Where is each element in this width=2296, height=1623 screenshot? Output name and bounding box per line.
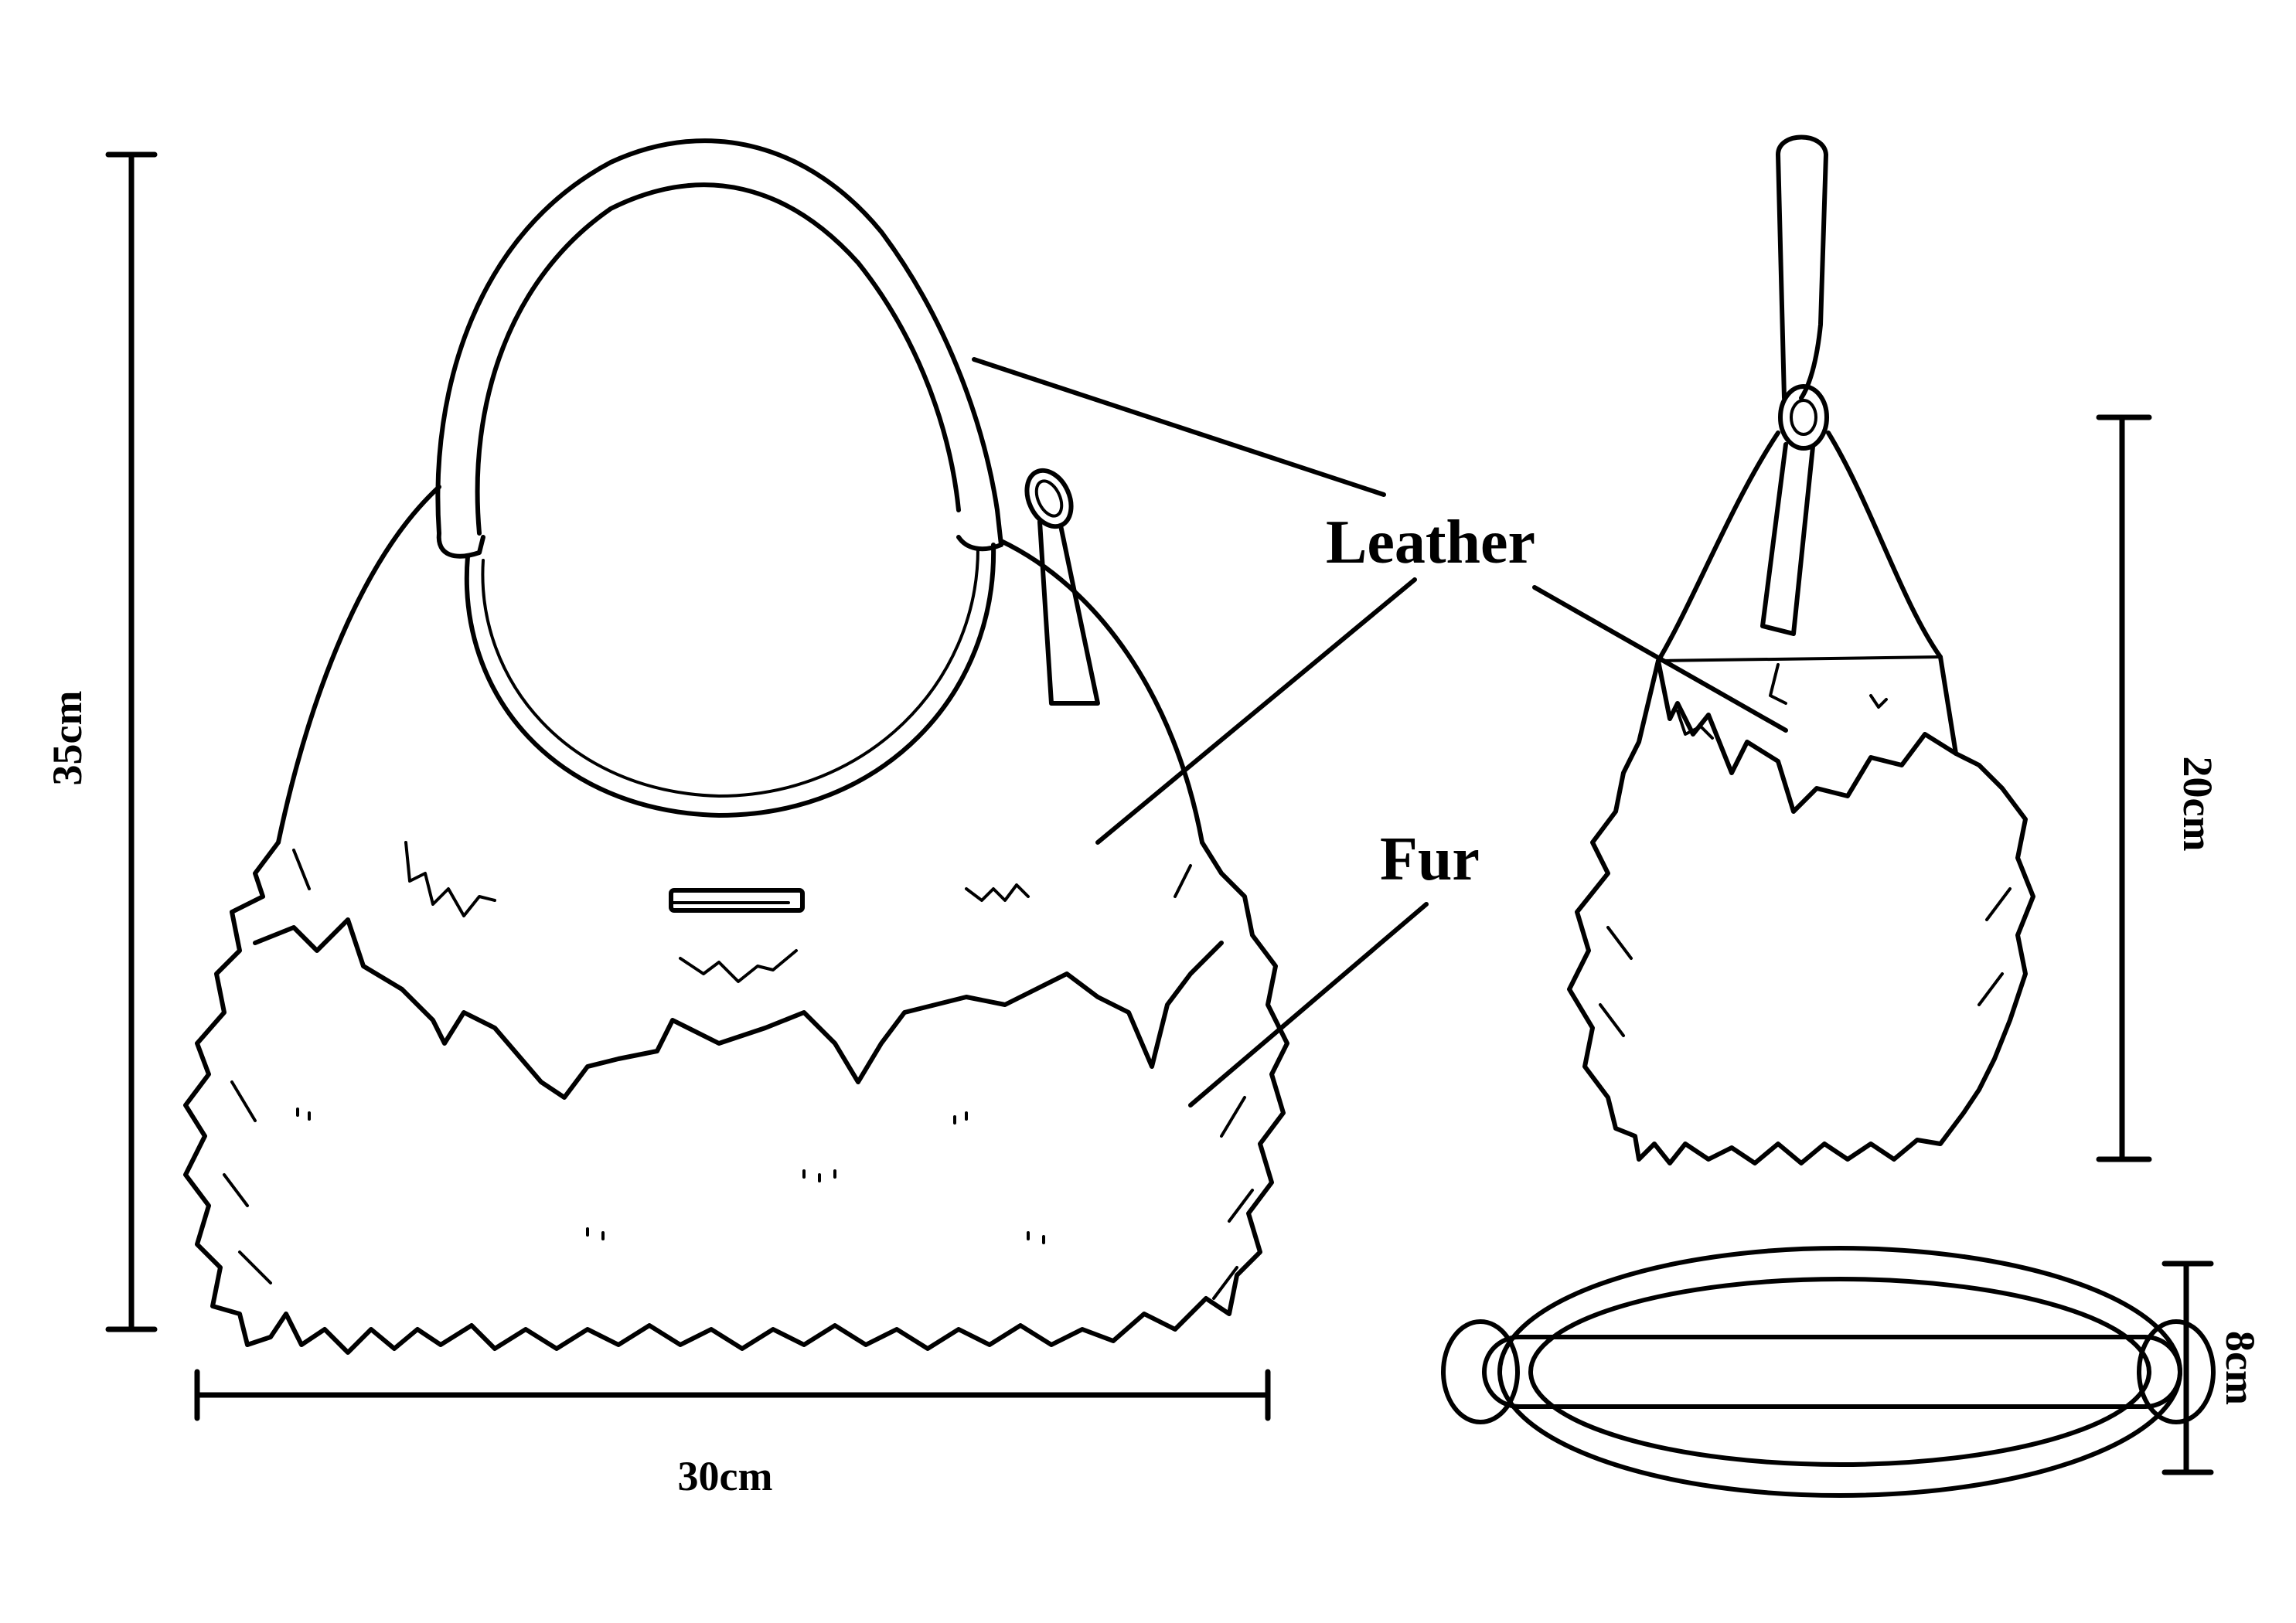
leader-leather-side <box>1532 585 1788 733</box>
top-inner-ellipse <box>1528 1277 2151 1467</box>
front-body-outline <box>276 485 1204 845</box>
top-handle-end-right <box>2137 1319 2216 1424</box>
label-fur: Fur <box>1380 825 1480 893</box>
front-opening-rim-inner <box>481 547 979 798</box>
side-tufts <box>1676 663 1888 740</box>
front-ring-inner <box>1034 479 1064 518</box>
side-ring-inner <box>1790 399 1817 436</box>
front-tassel <box>1037 519 1100 706</box>
side-handle <box>1776 134 1828 400</box>
side-top-line <box>1657 655 1942 662</box>
front-view <box>183 138 1289 1355</box>
leader-leather-handle <box>972 357 1386 497</box>
leader-lines <box>972 357 1788 1108</box>
front-opening-rim <box>464 543 996 818</box>
side-fur-boundary <box>1656 658 1958 814</box>
front-handle-inner <box>475 182 961 536</box>
label-depth: 8cm <box>2217 1331 2264 1405</box>
side-body <box>1656 430 1943 663</box>
front-tuft-mid <box>679 949 798 983</box>
label-height: 35cm <box>44 691 90 786</box>
side-view <box>1567 134 2035 1165</box>
leader-leather-body <box>1095 577 1417 845</box>
top-handle-bar <box>1482 1335 2182 1409</box>
front-fur-specks <box>296 1108 1045 1244</box>
front-tuft-left <box>404 841 496 917</box>
top-handle-end-left <box>1441 1319 1520 1424</box>
label-leather: Leather <box>1326 509 1535 577</box>
front-logo-plate <box>669 888 805 913</box>
front-fur-outline <box>183 840 1289 1355</box>
front-tuft-right <box>965 883 1030 902</box>
front-handle-outer <box>435 138 1000 536</box>
top-outer-ellipse <box>1497 1246 2182 1498</box>
leader-fur <box>1188 902 1429 1108</box>
label-width: 30cm <box>678 1453 773 1499</box>
front-handle-end-left <box>436 531 485 559</box>
side-strap <box>1760 442 1815 636</box>
side-fur-strands <box>1599 887 2012 1037</box>
dimension-lines <box>105 151 2214 1475</box>
side-fur-outline <box>1567 655 2035 1165</box>
side-ring <box>1778 384 1829 451</box>
front-ring <box>1024 468 1074 529</box>
front-fur-boundary <box>253 917 1224 1100</box>
text-labels: Leather Fur 35cm 30cm 20cm 8cm <box>44 509 2264 1499</box>
label-side-height: 20cm <box>2175 757 2221 852</box>
top-view <box>1441 1246 2216 1498</box>
front-fur-strands <box>223 849 1254 1300</box>
